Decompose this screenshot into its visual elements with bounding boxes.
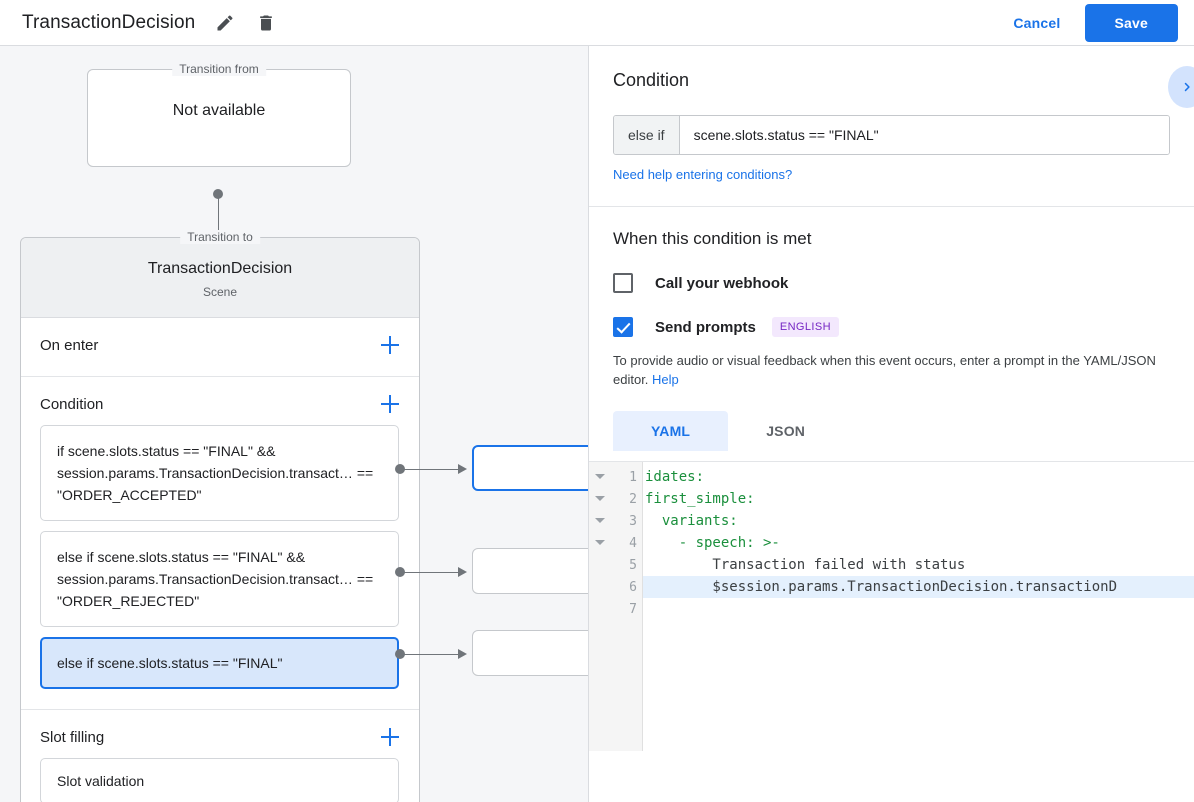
condition-input[interactable]	[679, 116, 1169, 154]
code-line: - speech: >-	[645, 535, 780, 551]
panel-title: Condition	[613, 70, 690, 90]
gutter-row: 1	[589, 466, 642, 488]
scene-name: TransactionDecision	[147, 260, 293, 277]
add-on-enter-button[interactable]	[379, 334, 401, 356]
editor-tabs: YAML JSON	[613, 411, 1170, 451]
prompts-hint-text: To provide audio or visual feedback when…	[613, 353, 1156, 387]
gutter-row: 4	[589, 532, 642, 554]
pencil-icon[interactable]	[211, 9, 239, 37]
section-condition: Condition if scene.slots.status == "FINA…	[21, 377, 419, 710]
send-prompts-checkbox[interactable]	[613, 317, 633, 337]
line-number: 6	[629, 579, 637, 595]
transition-target-box[interactable]	[472, 630, 588, 676]
fold-arrow-icon[interactable]	[595, 518, 605, 523]
condition-item-selected[interactable]: else if scene.slots.status == "FINAL"	[40, 637, 399, 689]
transition-target-box[interactable]	[472, 548, 588, 594]
send-prompts-label: Send prompts	[655, 318, 756, 336]
gutter-row: 2	[589, 488, 642, 510]
line-number: 7	[629, 601, 637, 617]
slot-validation-item[interactable]: Slot validation	[40, 758, 399, 802]
section-header-slot-filling: Slot filling	[21, 710, 419, 758]
condition-item[interactable]: if scene.slots.status == "FINAL" && sess…	[40, 425, 399, 521]
panel-header: Condition else if Need help entering con…	[589, 46, 1194, 206]
top-bar-actions: Cancel Save	[999, 3, 1194, 42]
connector-arrowhead	[458, 567, 467, 577]
call-webhook-checkbox[interactable]	[613, 273, 633, 293]
cancel-button[interactable]: Cancel	[999, 6, 1074, 40]
gutter-row: 6	[589, 576, 642, 598]
language-badge: ENGLISH	[771, 317, 839, 337]
editor-gutter: 1 2 3 4 5 6 7	[589, 462, 643, 751]
code-line-active: $session.params.TransactionDecision.tran…	[643, 576, 1194, 598]
connector-line	[217, 194, 219, 256]
line-number: 3	[629, 513, 637, 529]
transition-from-node[interactable]: Transition from Not available	[87, 62, 351, 167]
section-header-condition: Condition	[21, 377, 419, 425]
add-slot-filling-button[interactable]	[379, 726, 401, 748]
add-condition-button[interactable]	[379, 393, 401, 415]
editor-code-area[interactable]: idates: first_simple: variants: - speech…	[643, 462, 1194, 751]
section-label-condition: Condition	[40, 395, 104, 413]
code-line: first_simple:	[645, 491, 755, 507]
fold-arrow-icon[interactable]	[595, 496, 605, 501]
section-slot-filling: Slot filling Slot validation	[21, 710, 419, 802]
save-button[interactable]: Save	[1084, 3, 1178, 42]
code-editor[interactable]: 1 2 3 4 5 6 7 idates: first_simple: vari…	[589, 461, 1194, 751]
section-header-on-enter: On enter	[21, 318, 419, 366]
connector-line	[400, 468, 462, 470]
chevron-right-icon[interactable]	[1168, 66, 1194, 108]
transition-target-box-active[interactable]	[472, 445, 588, 491]
line-number: 5	[629, 557, 637, 573]
tab-json[interactable]: JSON	[728, 411, 843, 451]
condition-detail-panel: Condition else if Need help entering con…	[588, 46, 1194, 802]
code-line	[643, 598, 1194, 620]
webhook-row: Call your webhook	[613, 273, 1170, 293]
transition-from-value: Not available	[172, 102, 266, 119]
connector-line	[400, 653, 462, 655]
connector-line	[400, 571, 462, 573]
prompts-help-link[interactable]: Help	[652, 372, 679, 387]
transition-from-legend: Transition from	[172, 62, 266, 76]
transition-to-node[interactable]: Transition to TransactionDecision Scene	[21, 230, 419, 318]
scene-canvas: Transition from Not available Transition…	[0, 46, 588, 802]
section-label-slot-filling: Slot filling	[40, 728, 105, 746]
prompts-hint: To provide audio or visual feedback when…	[613, 351, 1170, 389]
panel-divider	[589, 206, 1194, 207]
code-line: Transaction failed with status	[645, 557, 966, 573]
trash-icon[interactable]	[252, 9, 280, 37]
section-on-enter: On enter	[21, 318, 419, 377]
condition-field: else if	[613, 115, 1170, 155]
tab-yaml[interactable]: YAML	[613, 411, 729, 451]
section-label-on-enter: On enter	[40, 336, 99, 354]
call-webhook-label: Call your webhook	[655, 274, 789, 292]
gutter-row: 5	[589, 554, 642, 576]
when-condition-met-title: When this condition is met	[613, 229, 812, 248]
connector-arrowhead	[458, 464, 467, 474]
fold-arrow-icon[interactable]	[595, 474, 605, 479]
scene-card: Transition to TransactionDecision Scene …	[20, 230, 420, 802]
gutter-row: 3	[589, 510, 642, 532]
code-line: variants:	[645, 513, 738, 529]
line-number: 1	[629, 469, 637, 485]
panel-body: When this condition is met Call your web…	[589, 207, 1194, 451]
page-title: TransactionDecision	[22, 11, 196, 33]
line-number: 4	[629, 535, 637, 551]
code-line: idates:	[645, 469, 705, 485]
fold-arrow-icon[interactable]	[595, 540, 605, 545]
top-bar: TransactionDecision Cancel Save	[0, 0, 1194, 46]
gutter-row: 7	[589, 598, 642, 620]
condition-help-link[interactable]: Need help entering conditions?	[613, 167, 793, 182]
transition-to-legend: Transition to	[180, 230, 260, 244]
condition-prefix-label: else if	[614, 116, 680, 154]
scene-type: Scene	[202, 285, 238, 299]
line-number: 2	[629, 491, 637, 507]
send-prompts-row: Send prompts ENGLISH	[613, 317, 1170, 337]
condition-item[interactable]: else if scene.slots.status == "FINAL" &&…	[40, 531, 399, 627]
connector-arrowhead	[458, 649, 467, 659]
